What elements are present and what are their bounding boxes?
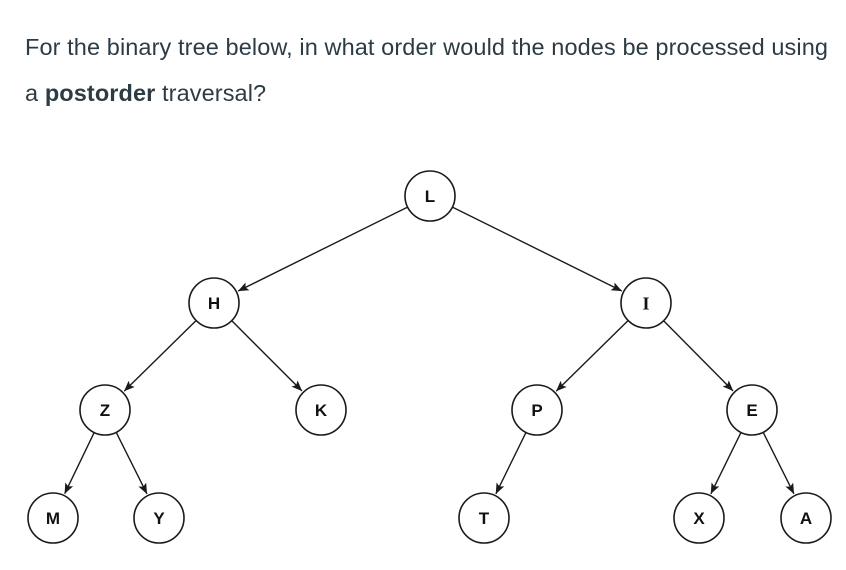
- tree-node-label-l: L: [425, 187, 435, 206]
- tree-node-t: T: [458, 492, 510, 544]
- tree-edges-group: [64, 206, 795, 495]
- tree-node-circle-t: [458, 492, 510, 544]
- question-line-2-prefix: be processed using a: [25, 34, 829, 106]
- tree-node-circle-l: [404, 170, 456, 222]
- tree-node-circle-p: [511, 384, 563, 436]
- question-line-2-suffix: traversal?: [155, 80, 267, 106]
- tree-node-label-z: Z: [100, 401, 110, 420]
- tree-node-circle-h: [188, 277, 240, 329]
- tree-node-l: L: [404, 170, 456, 222]
- tree-node-y: Y: [133, 492, 185, 544]
- tree-node-p: P: [511, 384, 563, 436]
- tree-node-label-m: M: [46, 509, 60, 528]
- tree-edge-e-to-x: [710, 432, 742, 495]
- tree-node-label-x: X: [693, 509, 705, 528]
- tree-node-label-p: P: [531, 401, 542, 420]
- tree-node-h: H: [188, 277, 240, 329]
- tree-node-circle-y: [133, 492, 185, 544]
- tree-node-k: K: [295, 384, 347, 436]
- question-emphasis-postorder: postorder: [44, 80, 156, 106]
- tree-node-circle-m: [27, 492, 79, 544]
- tree-edge-l-to-h: [237, 206, 408, 292]
- tree-node-m: M: [27, 492, 79, 544]
- tree-node-label-e: E: [746, 401, 757, 420]
- question-line-1: For the binary tree below, in what order…: [25, 34, 616, 60]
- tree-node-circle-a: [780, 492, 832, 544]
- tree-node-circle-e: [726, 384, 778, 436]
- tree-node-circle-k: [295, 384, 347, 436]
- tree-node-label-i: I: [642, 294, 649, 314]
- tree-node-e: E: [726, 384, 778, 436]
- tree-edge-e-to-a: [762, 432, 795, 495]
- tree-node-circle-i: [620, 277, 672, 329]
- question-prompt: For the binary tree below, in what order…: [25, 24, 835, 116]
- tree-edge-h-to-k: [231, 320, 303, 392]
- tree-node-label-k: K: [315, 401, 328, 420]
- tree-edge-p-to-t: [495, 432, 527, 495]
- tree-node-label-a: A: [800, 509, 812, 528]
- tree-edge-i-to-e: [663, 320, 734, 392]
- binary-tree-diagram: L H I Z K P E M Y T X A: [0, 140, 846, 570]
- tree-edge-z-to-m: [64, 432, 95, 494]
- tree-node-x: X: [673, 492, 725, 544]
- tree-node-a: A: [780, 492, 832, 544]
- tree-svg-canvas: L H I Z K P E M Y T X A: [27, 170, 832, 544]
- tree-node-z: Z: [79, 384, 131, 436]
- tree-node-circle-x: [673, 492, 725, 544]
- tree-node-label-t: T: [479, 509, 490, 528]
- tree-edge-l-to-i: [452, 206, 623, 292]
- tree-node-label-h: H: [208, 294, 220, 313]
- tree-edge-h-to-z: [123, 320, 197, 392]
- tree-node-i: I: [620, 277, 672, 329]
- tree-node-circle-z: [79, 384, 131, 436]
- tree-node-label-y: Y: [153, 509, 165, 528]
- tree-edge-i-to-p: [555, 320, 629, 392]
- tree-edge-z-to-y: [115, 432, 148, 495]
- tree-nodes-group: L H I Z K P E M Y T X A: [27, 170, 832, 544]
